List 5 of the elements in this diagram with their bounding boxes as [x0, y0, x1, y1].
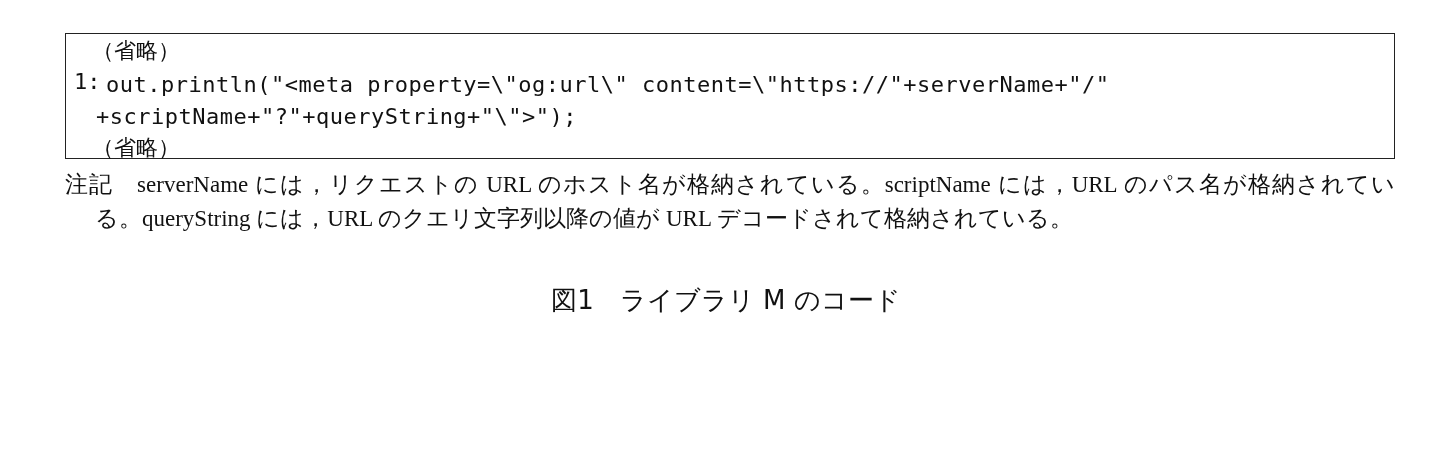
omission-note: （省略）: [92, 134, 180, 162]
omission-note: （省略）: [92, 37, 180, 65]
note-text: 注記 serverName には，リクエストの URL のホスト名が格納されている。scriptName には，URL のパス名が格納されている。queryString には，URL のクエリ文字列以降の値が URL デコードされて格納されている。: [65, 171, 1395, 233]
code-box: [65, 33, 1395, 159]
figure-caption: 図1 ライブラリ M のコード: [550, 284, 902, 317]
